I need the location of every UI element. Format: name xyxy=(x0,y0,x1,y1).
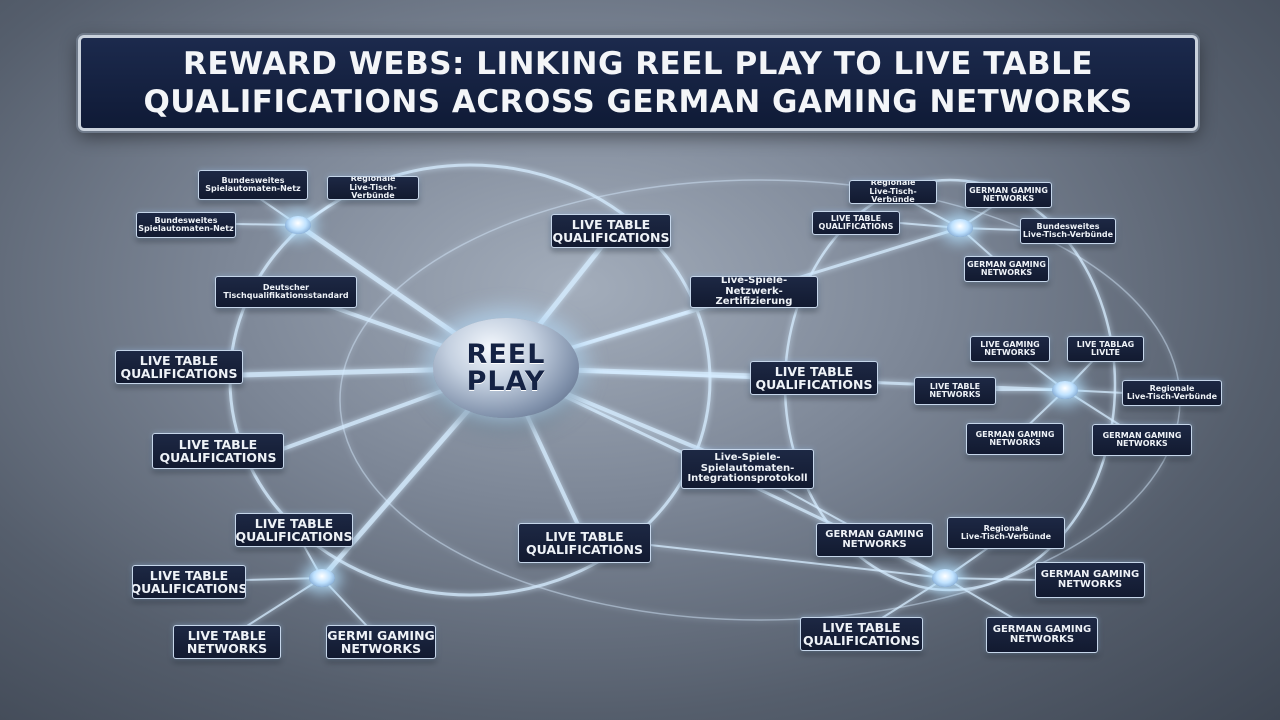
sub-hub-bottom-left xyxy=(309,569,335,587)
title-line-1: REWARD WEBS: LINKING REEL PLAY TO LIVE T… xyxy=(182,46,1094,82)
node-label[interactable]: GERMAN GAMING NETWORKS xyxy=(964,256,1049,282)
node-label[interactable]: GERMAN GAMING NETWORKS xyxy=(986,617,1098,653)
node-label[interactable]: Bundesweites Spielautomaten-Netz xyxy=(198,170,308,200)
node-label[interactable]: LIVE TABLE QUALIFICATIONS xyxy=(812,211,900,235)
sub-hub-top-right xyxy=(947,219,973,237)
node-label[interactable]: LIVE TABLE QUALIFICATIONS xyxy=(551,214,671,248)
node-label[interactable]: LIVE TABLE QUALIFICATIONS xyxy=(750,361,878,395)
node-label[interactable]: LIVE TABLE QUALIFICATIONS xyxy=(235,513,353,547)
node-label[interactable]: LIVE TABLE QUALIFICATIONS xyxy=(800,617,923,651)
title-banner: REWARD WEBS: LINKING REEL PLAY TO LIVE T… xyxy=(78,35,1198,131)
node-label[interactable]: LIVE GAMING NETWORKS xyxy=(970,336,1050,362)
node-label[interactable]: Regionale Live-Tisch-Verbünde xyxy=(327,176,419,200)
node-label[interactable]: LIVE TABLE QUALIFICATIONS xyxy=(115,350,243,384)
node-label[interactable]: GERMI GAMING NETWORKS xyxy=(326,625,436,659)
node-label[interactable]: GERMAN GAMING NETWORKS xyxy=(1092,424,1192,456)
node-label[interactable]: Bundesweites Spielautomaten-Netz xyxy=(136,212,236,238)
title-line-2: QUALIFICATIONS ACROSS GERMAN GAMING NETW… xyxy=(143,84,1133,120)
reel-play-hub[interactable]: REEL PLAY xyxy=(433,318,579,418)
node-label[interactable]: Live-Spiele- Spielautomaten- Integration… xyxy=(681,449,814,489)
sub-hub-bottom-right xyxy=(932,569,958,587)
node-label[interactable]: GERMAN GAMING NETWORKS xyxy=(966,423,1064,455)
node-label[interactable]: Deutscher Tischqualifikationsstandard xyxy=(215,276,357,308)
node-label[interactable]: LIVE TABLAG LIVLTE xyxy=(1067,336,1144,362)
node-label[interactable]: Regionale Live-Tisch-Verbünde xyxy=(849,180,937,204)
hub-label-line-1: REEL xyxy=(466,339,546,370)
node-label[interactable]: LIVE TABLE NETWORKS xyxy=(173,625,281,659)
node-label[interactable]: LIVE TABLE QUALIFICATIONS xyxy=(132,565,246,599)
node-label[interactable]: Regionale Live-Tisch-Verbünde xyxy=(1122,380,1222,406)
hub-label-line-2: PLAY xyxy=(466,366,546,397)
sub-hub-top-left xyxy=(285,216,311,234)
node-label[interactable]: LIVE TABLE QUALIFICATIONS xyxy=(518,523,651,563)
sub-hub-right xyxy=(1052,381,1078,399)
node-label[interactable]: GERMAN GAMING NETWORKS xyxy=(816,523,933,557)
node-label[interactable]: LIVE TABLE QUALIFICATIONS xyxy=(152,433,284,469)
node-label[interactable]: LIVE TABLE NETWORKS xyxy=(914,377,996,405)
node-label[interactable]: GERMAN GAMING NETWORKS xyxy=(965,182,1052,208)
node-label[interactable]: Regionale Live-Tisch-Verbünde xyxy=(947,517,1065,549)
node-label[interactable]: Bundesweites Live-Tisch-Verbünde xyxy=(1020,218,1116,244)
node-label[interactable]: GERMAN GAMING NETWORKS xyxy=(1035,562,1145,598)
node-label[interactable]: Live-Spiele- Netzwerk-Zertifizierung xyxy=(690,276,818,308)
